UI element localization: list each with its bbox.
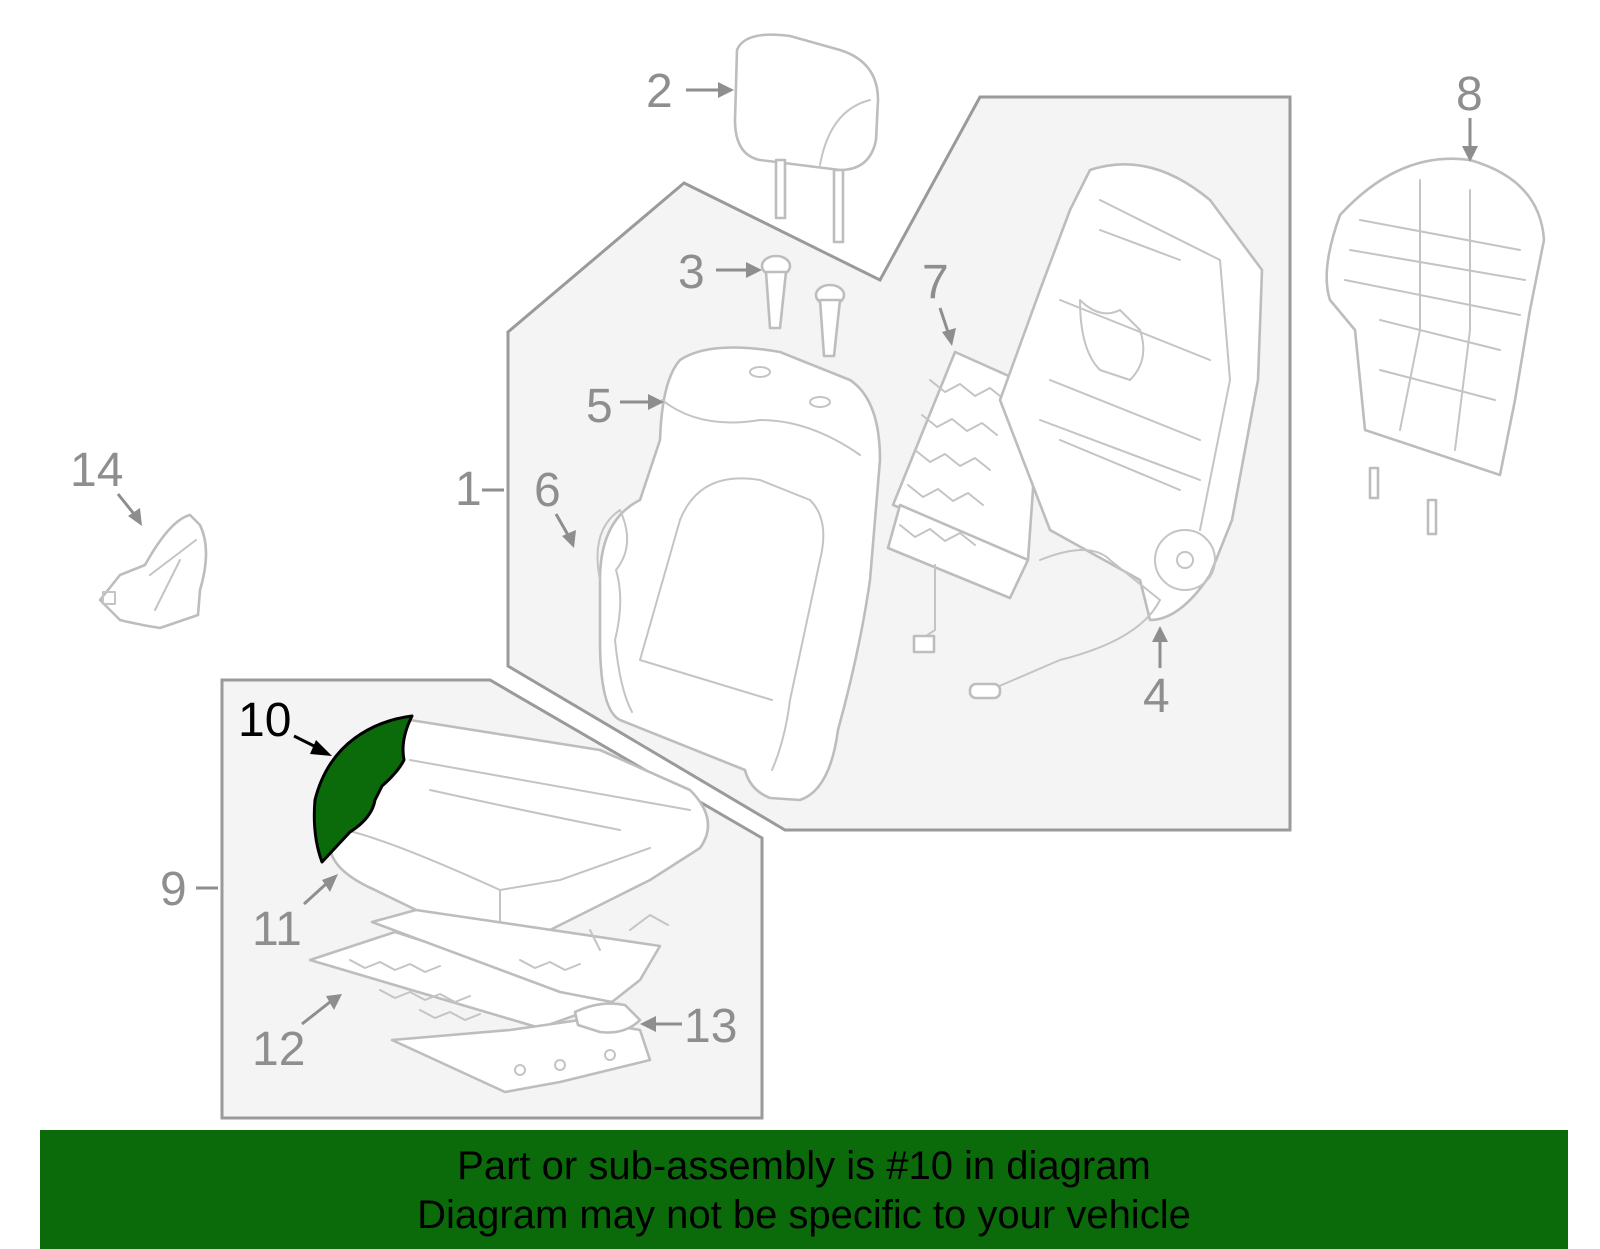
callout-14-label: 14 [70, 444, 123, 497]
callout-6-label: 6 [534, 464, 561, 517]
callout-13-label: 13 [684, 1000, 737, 1053]
callout-14: 14 [70, 444, 142, 526]
callout-7-label: 7 [922, 256, 949, 309]
seat-side-cover-part [98, 513, 208, 630]
callout-9: 9 [160, 863, 218, 916]
seat-back-frame-part [968, 163, 1264, 700]
callout-9-label: 9 [160, 863, 187, 916]
banner-line-2: Diagram may not be specific to your vehi… [417, 1193, 1191, 1237]
callout-4: 4 [1143, 626, 1170, 723]
callout-12: 12 [252, 994, 342, 1076]
callout-7: 7 [922, 256, 956, 346]
seat-back-part [596, 346, 882, 802]
callout-3-label: 3 [678, 246, 705, 299]
callout-8: 8 [1456, 68, 1483, 162]
callout-10: 10 [238, 694, 332, 756]
callout-5: 5 [586, 380, 664, 433]
callout-11: 11 [252, 874, 338, 956]
callout-1-label: 1 [455, 463, 482, 516]
callout-8-label: 8 [1456, 68, 1483, 121]
part-info-banner: Part or sub-assembly is #10 in diagram D… [40, 1130, 1568, 1249]
cushion-mat-part [390, 1002, 652, 1094]
seat-back-panel-part [1325, 157, 1546, 536]
callout-4-label: 4 [1143, 670, 1170, 723]
banner-line-1: Part or sub-assembly is #10 in diagram [457, 1144, 1151, 1188]
headrest-part [733, 33, 880, 244]
callout-3: 3 [678, 246, 762, 299]
callout-11-label: 11 [252, 903, 302, 956]
callout-12-label: 12 [252, 1023, 305, 1076]
callout-2-label: 2 [646, 65, 673, 118]
callout-1: 1 [455, 463, 504, 516]
callout-2: 2 [646, 65, 734, 118]
callout-6: 6 [534, 464, 576, 548]
cushion-bolster-highlighted-part[interactable] [312, 714, 414, 864]
callout-10-label: 10 [238, 694, 291, 747]
callout-13: 13 [640, 1000, 737, 1053]
callout-5-label: 5 [586, 380, 613, 433]
cushion-heater-part [308, 908, 669, 1030]
headrest-guide-part [760, 254, 846, 358]
